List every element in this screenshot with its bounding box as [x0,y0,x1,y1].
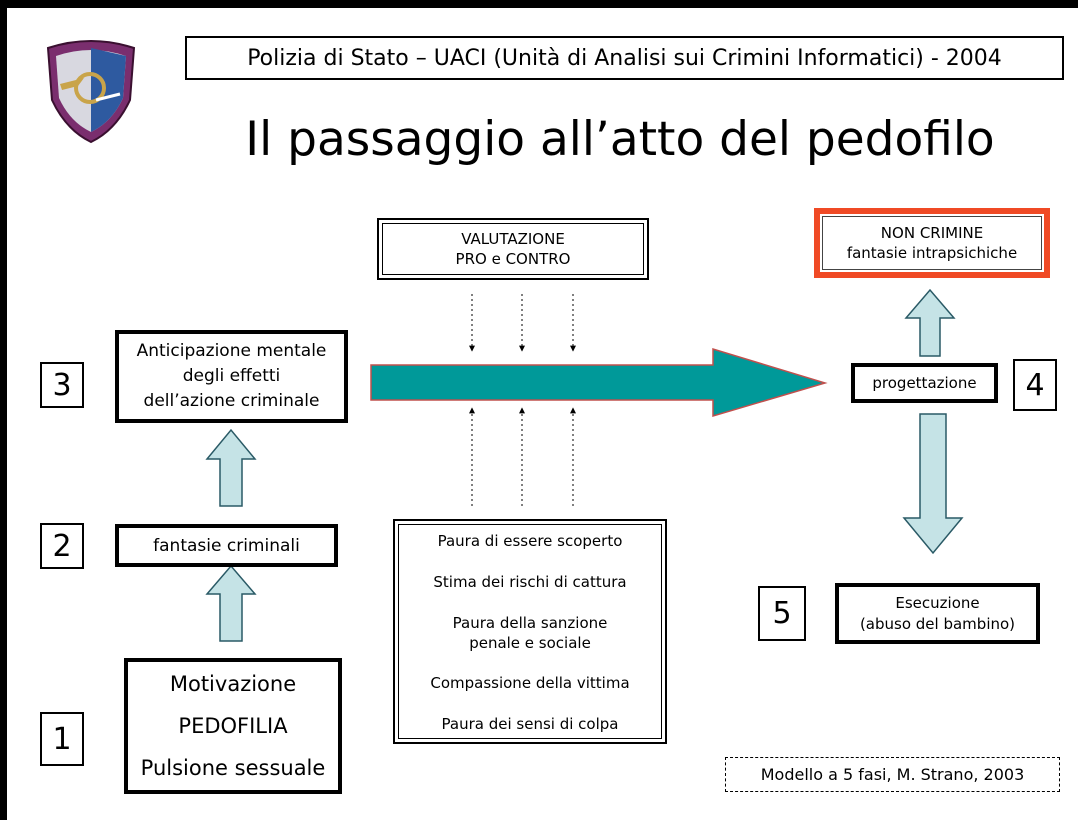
stage-4-box: progettazione [851,363,998,403]
deterrent-item: Stima dei rischi di cattura [433,572,627,591]
non-crime-line: NON CRIMINE [880,224,984,242]
deterrents-box: Paura di essere scoperto Stima dei risch… [393,519,667,744]
deterrent-item: Paura di essere scoperto [437,532,623,550]
up-arrow-1-to-2 [205,564,257,642]
stage-number-label: 4 [1025,367,1045,403]
polizia-postale-shield-icon [46,40,136,144]
stage-3-number: 3 [40,362,84,408]
stage-1-box: Motivazione PEDOFILIA Pulsione sessuale [124,658,342,794]
stage-number-label: 3 [52,367,72,403]
stage-2-line: fantasie criminali [153,535,300,556]
stage-3-line: dell’azione criminale [143,391,320,411]
stage-4-number: 4 [1013,359,1057,411]
stage-3-line: Anticipazione mentale [136,341,327,361]
stage-number-label: 1 [52,721,72,757]
header-box: Polizia di Stato – UACI (Unità di Analis… [185,36,1064,80]
stage-1-line: PEDOFILIA [178,714,288,738]
stage-5-box: Esecuzione (abuso del bambino) [835,583,1040,644]
header-text: Polizia di Stato – UACI (Unità di Analis… [247,45,1002,71]
up-arrow-2-to-3 [205,428,257,507]
evaluation-line: VALUTAZIONE [461,230,565,248]
up-arrow-4-to-non-crime [904,288,956,357]
source-note: Modello a 5 fasi, M. Strano, 2003 [725,757,1060,792]
stage-1-line: Pulsione sessuale [140,756,326,780]
stage-4-line: progettazione [872,374,977,392]
slide-top-border [0,0,1078,8]
stage-5-number: 5 [758,586,806,641]
deterrent-item: Paura dei sensi di colpa [441,715,619,733]
down-arrow-4-to-5 [902,413,964,555]
stage-number-label: 5 [772,596,792,631]
stage-1-line: Motivazione [169,672,297,696]
deterrent-item: Compassione della vittima [430,674,630,693]
stage-5-line: (abuso del bambino) [859,614,1016,633]
stage-number-label: 2 [52,528,72,564]
non-crime-box: NON CRIMINE fantasie intrapsichiche [814,208,1050,278]
slide-left-border [0,0,7,820]
non-crime-line: fantasie intrapsichiche [846,244,1018,262]
slide-title: Il passaggio all’atto del pedofilo [245,112,995,167]
stage-1-number: 1 [40,712,84,766]
stage-5-line: Esecuzione [895,593,980,612]
evaluation-line: PRO e CONTRO [455,250,571,268]
deterrent-item: Paura della sanzione penale e sociale [452,613,608,652]
main-horizontal-arrow [370,347,828,418]
stage-2-box: fantasie criminali [115,524,338,567]
stage-2-number: 2 [40,523,84,569]
evaluation-box: VALUTAZIONE PRO e CONTRO [377,218,649,280]
stage-3-box: Anticipazione mentale degli effetti dell… [115,330,348,423]
stage-3-line: degli effetti [182,366,281,386]
